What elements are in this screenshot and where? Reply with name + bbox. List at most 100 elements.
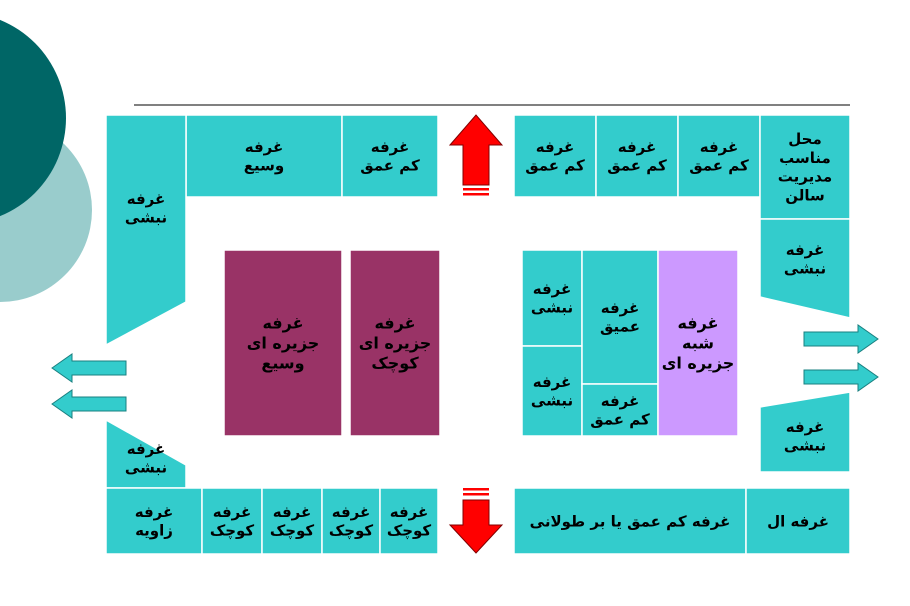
booth-label: جزیره ای <box>662 354 735 373</box>
booth-label: نبشی <box>531 392 573 410</box>
booth-label: نبشی <box>784 437 826 455</box>
booth-label: نبشی <box>125 209 167 227</box>
booth-shape <box>657 249 739 437</box>
booth-label: شبه <box>682 334 714 353</box>
booth-label: مناسب <box>779 149 831 167</box>
booth-shape <box>185 114 343 198</box>
booth-label: غرفه <box>390 503 429 521</box>
booth-bottom-long-shallow: غرفه کم عمق یا بر طولانی <box>513 487 747 555</box>
booth-label: غرفه <box>127 190 166 208</box>
booth-label: کم عمق <box>607 157 667 175</box>
booth-shape <box>759 391 851 473</box>
booth-shape <box>105 487 203 555</box>
booth-label: غرفه <box>273 503 312 521</box>
booth-label: غرفه <box>601 299 640 317</box>
booth-label: غرفه <box>700 138 739 156</box>
booth-label: وسیع <box>261 354 304 373</box>
arrow-bar <box>463 188 489 191</box>
cyan-left-arrow-lower <box>51 389 127 419</box>
booth-label: غرفه <box>533 373 572 391</box>
booth-label: کم عمق <box>590 411 650 429</box>
booth-shape <box>745 487 851 555</box>
booth-label: نبشی <box>125 459 167 477</box>
booth-shape <box>379 487 439 555</box>
booth-label: غرفه <box>533 280 572 298</box>
booth-label: سالن <box>785 186 825 204</box>
flow-arrows <box>51 114 879 554</box>
booth-label: غرفه <box>332 503 371 521</box>
booth-label: کوچک <box>270 522 315 541</box>
booth-label: غرفه <box>677 314 718 333</box>
red-down-arrow <box>448 488 504 554</box>
decorative-circle-dark <box>0 19 66 217</box>
booth-label: کوچک <box>387 522 432 541</box>
cyan-right-arrow-upper <box>803 324 879 354</box>
booth-label: جزیره ای <box>247 334 320 353</box>
booth-label: غرفه <box>135 503 174 521</box>
booth-shape <box>759 218 851 319</box>
booth-label: محل <box>788 130 822 148</box>
booth-shape <box>105 114 187 347</box>
booth-label: غرفه <box>213 503 252 521</box>
booth-bottom-l: غرفه ال <box>745 487 851 555</box>
booth-label: عمیق <box>600 318 640 336</box>
booth-shape <box>349 249 441 437</box>
arrow-shape <box>803 362 879 392</box>
booth-label: غرفه <box>245 138 284 156</box>
booth-shape <box>321 487 381 555</box>
booth-shape <box>595 114 679 198</box>
decorative-circles <box>0 19 92 302</box>
booth-label: غرفه <box>127 440 166 458</box>
booth-label: نبشی <box>784 260 826 278</box>
booth-shape <box>677 114 761 198</box>
booth-label: غرفه <box>601 392 640 410</box>
arrow-bar <box>463 193 489 196</box>
booth-label: غرفه ال <box>767 512 829 530</box>
booth-label: وسیع <box>244 157 284 175</box>
booth-label: نبشی <box>531 299 573 317</box>
booth-label: کوچک <box>210 522 255 541</box>
red-up-arrow <box>448 114 504 196</box>
arrow-shape <box>51 353 127 383</box>
cyan-left-arrow-upper <box>51 353 127 383</box>
arrow-bar <box>463 488 489 491</box>
booth-shape <box>223 249 343 437</box>
booth-label: غرفه کم عمق یا بر طولانی <box>530 512 731 530</box>
booth-shape <box>521 249 583 347</box>
booth-label: غرفه <box>262 314 303 333</box>
booth-label: کم عمق <box>525 157 585 175</box>
booth-shape <box>261 487 323 555</box>
booth-label: غرفه <box>374 314 415 333</box>
booth-label: غرفه <box>618 138 657 156</box>
arrow-shape <box>803 324 879 354</box>
cyan-right-arrow-lower <box>803 362 879 392</box>
booth-label: زاویه <box>135 522 173 540</box>
booth-label: جزیره ای <box>359 334 432 353</box>
booth-label: غرفه <box>536 138 575 156</box>
booth-label: غرفه <box>786 241 825 259</box>
booth-label: غرفه <box>786 418 825 436</box>
booth-shape <box>341 114 439 198</box>
booth-label: کم عمق <box>689 157 749 175</box>
